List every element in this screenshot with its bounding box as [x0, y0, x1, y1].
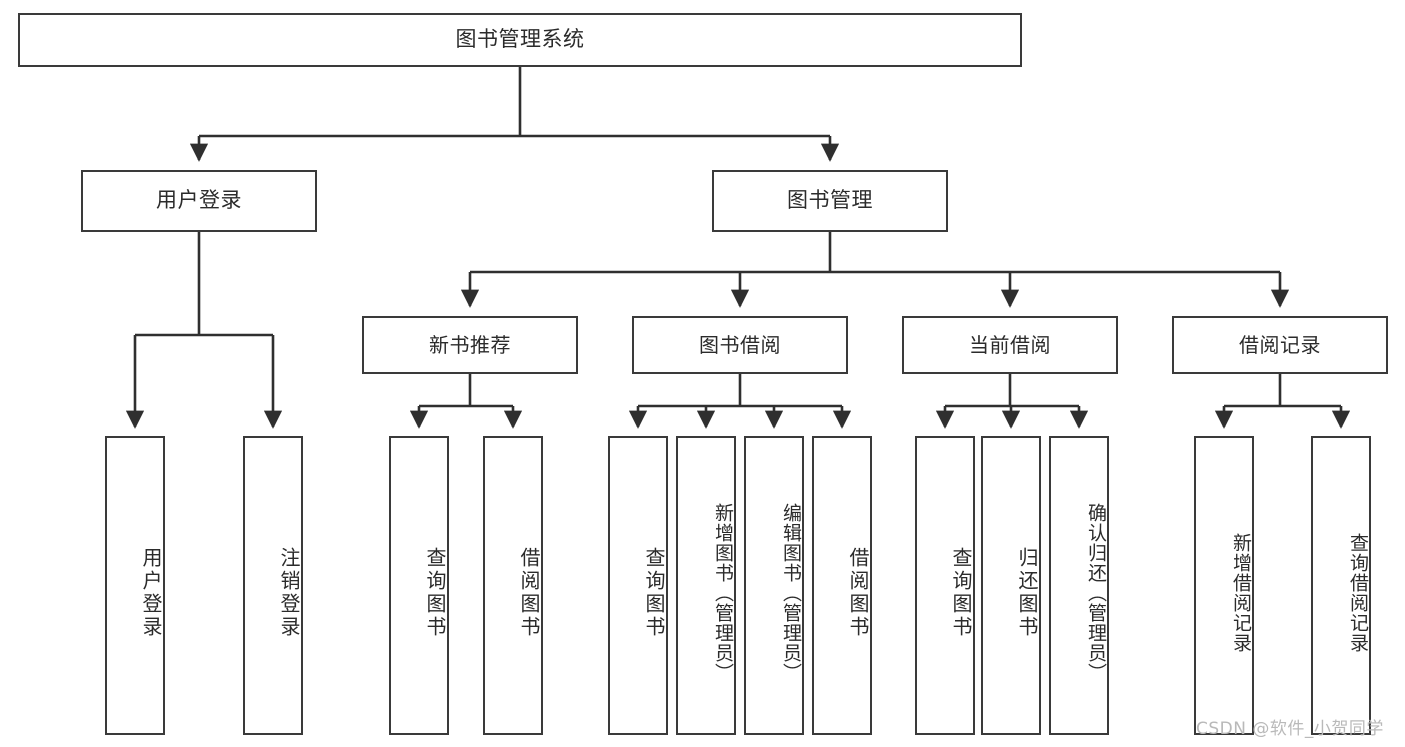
csdn-watermark: CSDN @软件_小贺同学 [1196, 719, 1384, 739]
leaf-node[interactable]: 归还图书 [981, 436, 1041, 735]
node-book-borrow[interactable]: 图书借阅 [632, 316, 848, 374]
leaf-node[interactable]: 新增图书（管理员） [676, 436, 736, 735]
leaf-node[interactable]: 用户登录 [105, 436, 165, 735]
leaf-node[interactable]: 注销登录 [243, 436, 303, 735]
node-new-book-recommend[interactable]: 新书推荐 [362, 316, 578, 374]
leaf-node[interactable]: 借阅图书 [483, 436, 543, 735]
leaf-node[interactable]: 查询借阅记录 [1311, 436, 1371, 735]
leaf-node[interactable]: 查询图书 [915, 436, 975, 735]
leaf-node[interactable]: 查询图书 [389, 436, 449, 735]
leaf-node[interactable]: 编辑图书（管理员） [744, 436, 804, 735]
leaf-node[interactable]: 借阅图书 [812, 436, 872, 735]
leaf-node[interactable]: 确认归还（管理员） [1049, 436, 1109, 735]
leaf-node[interactable]: 新增借阅记录 [1194, 436, 1254, 735]
node-current-borrow[interactable]: 当前借阅 [902, 316, 1118, 374]
node-root-book-management-system[interactable]: 图书管理系统 [18, 13, 1022, 67]
leaf-node[interactable]: 查询图书 [608, 436, 668, 735]
node-user-login[interactable]: 用户登录 [81, 170, 317, 232]
node-book-management[interactable]: 图书管理 [712, 170, 948, 232]
node-borrow-records[interactable]: 借阅记录 [1172, 316, 1388, 374]
